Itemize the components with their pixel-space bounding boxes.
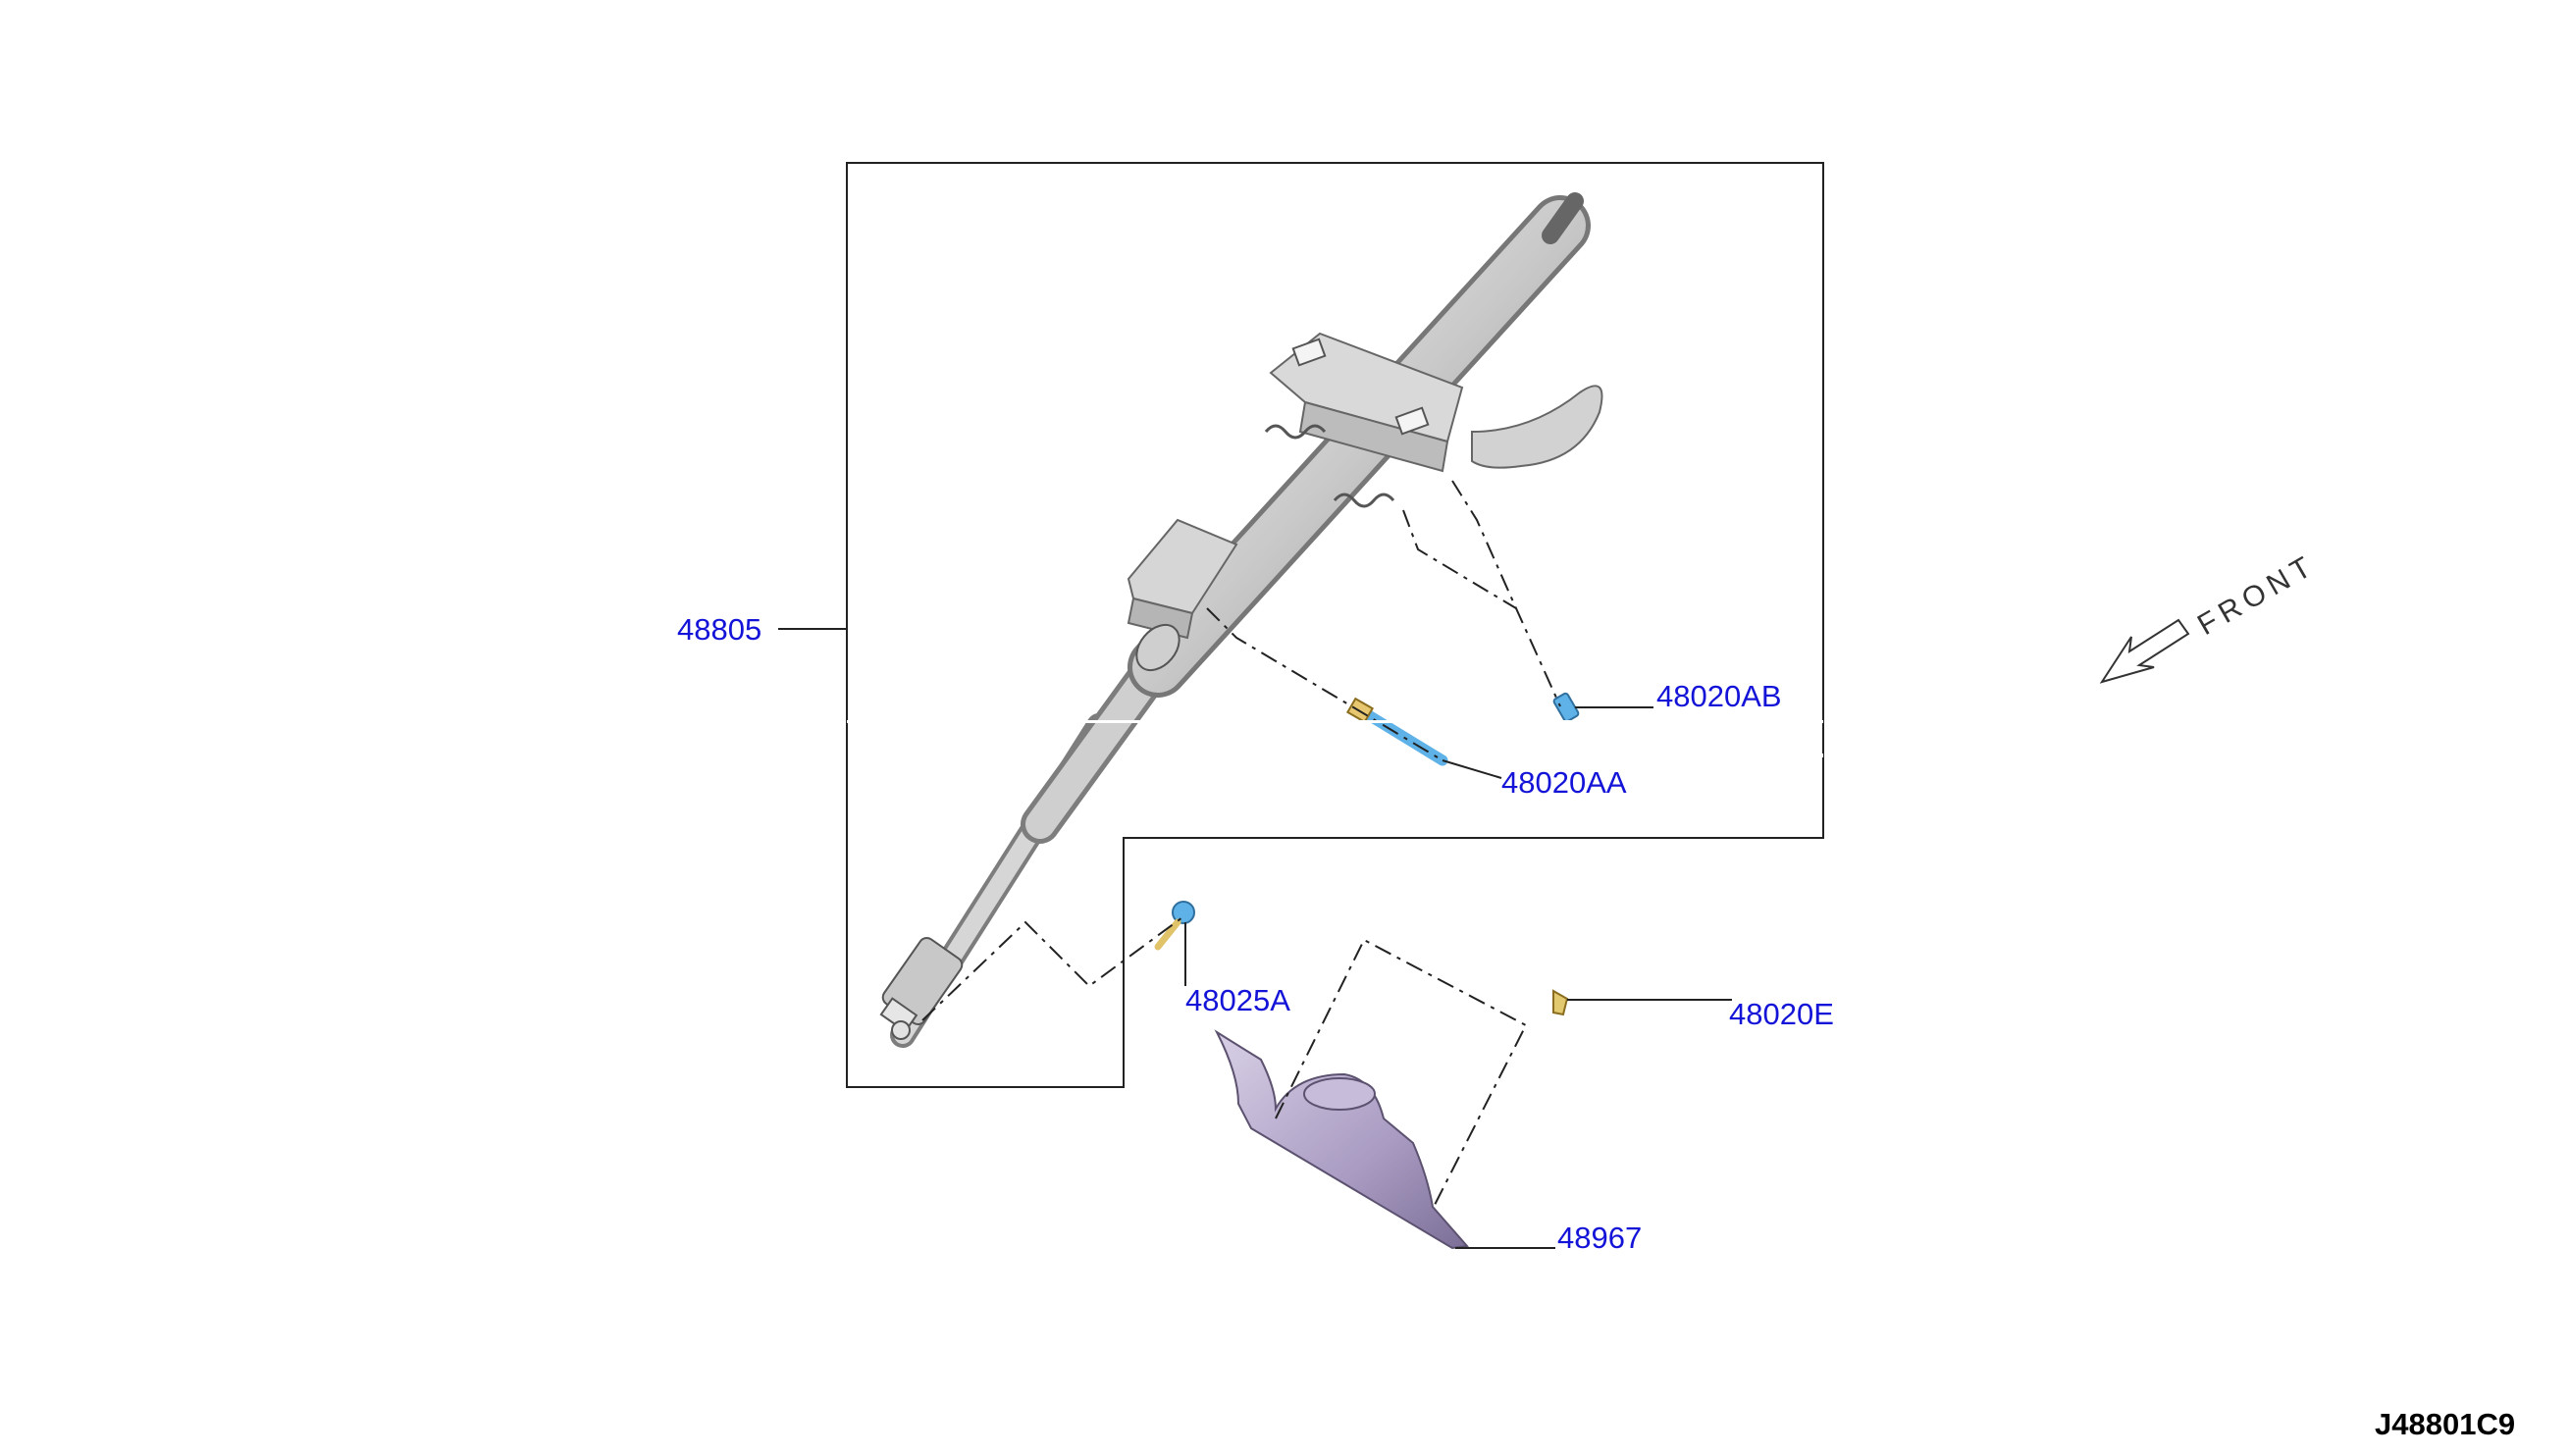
bolt-48025a-icon (1154, 901, 1195, 951)
front-direction-label: FRONT (2192, 548, 2322, 642)
column-cover-illustration (1214, 1029, 1469, 1250)
part-label-48020ab[interactable]: 48020AB (1656, 679, 1782, 713)
part-label-48020aa[interactable]: 48020AA (1501, 765, 1627, 800)
part-label-48805[interactable]: 48805 (677, 612, 761, 647)
steering-column-illustration (879, 192, 1603, 1048)
bolt-48020ab-icon (1552, 692, 1580, 723)
part-label-48967[interactable]: 48967 (1557, 1221, 1642, 1255)
assembly-frame (846, 162, 1824, 1088)
clip-48020e-icon (1552, 989, 1569, 1016)
scan-break-lines (847, 720, 1823, 757)
diagram-code: J48801C9 (2375, 1407, 2515, 1441)
leader-lines (778, 628, 1732, 1249)
reference-lines (921, 480, 1561, 1210)
front-arrow-icon (2099, 618, 2190, 684)
part-label-48020e[interactable]: 48020E (1729, 997, 1834, 1031)
part-label-48025a[interactable]: 48025A (1185, 983, 1290, 1017)
